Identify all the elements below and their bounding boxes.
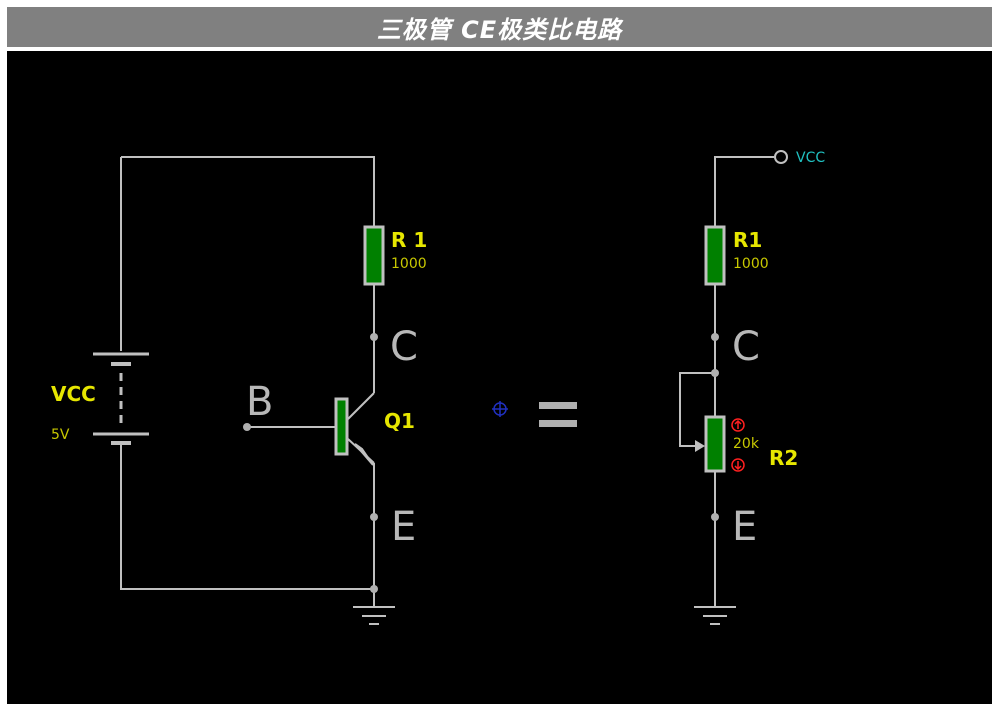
wire-collector[interactable] xyxy=(347,392,375,420)
wire-left-lower[interactable] xyxy=(120,441,374,590)
pot-decrease-icon[interactable] xyxy=(731,458,745,472)
node-c-right[interactable] xyxy=(711,333,719,341)
vcc-terminal-label: VCC xyxy=(796,150,825,166)
transistor-label: Q1 xyxy=(384,409,415,433)
pot-increase-icon[interactable] xyxy=(731,418,745,432)
resistor-r1-right-label: R1 xyxy=(733,228,762,252)
battery-vcc[interactable] xyxy=(93,352,149,445)
schematic-canvas[interactable]: VCC 5V R 1 1000 C Q1 B E xyxy=(7,51,992,704)
node-e-right[interactable] xyxy=(711,513,719,521)
node-e-left[interactable] xyxy=(370,513,378,521)
ground-junction-left xyxy=(370,585,378,593)
resistor-r1-left[interactable] xyxy=(363,225,385,286)
pot-label: R2 xyxy=(769,446,798,470)
ground-left[interactable] xyxy=(353,606,395,625)
battery-value: 5V xyxy=(51,427,70,443)
equals-sign xyxy=(539,402,577,427)
ground-right[interactable] xyxy=(694,606,736,625)
crosshair-icon xyxy=(492,401,508,417)
page-title: 三极管 CE极类比电路 xyxy=(7,7,992,47)
resistor-r1-left-value: 1000 xyxy=(391,256,427,272)
node-e-right-label: E xyxy=(732,504,757,550)
pot-value: 20k xyxy=(733,436,760,452)
battery-label: VCC xyxy=(51,382,96,406)
wire-pot-wiper[interactable] xyxy=(679,372,715,447)
pot-wiper-junction xyxy=(711,369,719,377)
node-c-left-label: C xyxy=(390,324,418,370)
node-c-right-label: C xyxy=(732,324,760,370)
node-b-label: B xyxy=(246,379,273,425)
transistor-q1[interactable] xyxy=(334,397,374,466)
node-b[interactable] xyxy=(243,423,251,431)
wire-top[interactable] xyxy=(121,156,375,227)
node-c-left[interactable] xyxy=(370,333,378,341)
resistor-r1-right-value: 1000 xyxy=(733,256,769,272)
resistor-r1-right[interactable] xyxy=(704,225,726,286)
resistor-r1-left-label: R 1 xyxy=(391,228,427,252)
potentiometer-r2[interactable] xyxy=(695,415,726,473)
schematic-svg: VCC 5V R 1 1000 C Q1 B E xyxy=(51,150,825,625)
vcc-terminal[interactable] xyxy=(774,150,788,164)
node-e-left-label: E xyxy=(391,504,416,550)
right-circuit xyxy=(679,156,774,606)
wire-vcc-right[interactable] xyxy=(714,156,774,227)
